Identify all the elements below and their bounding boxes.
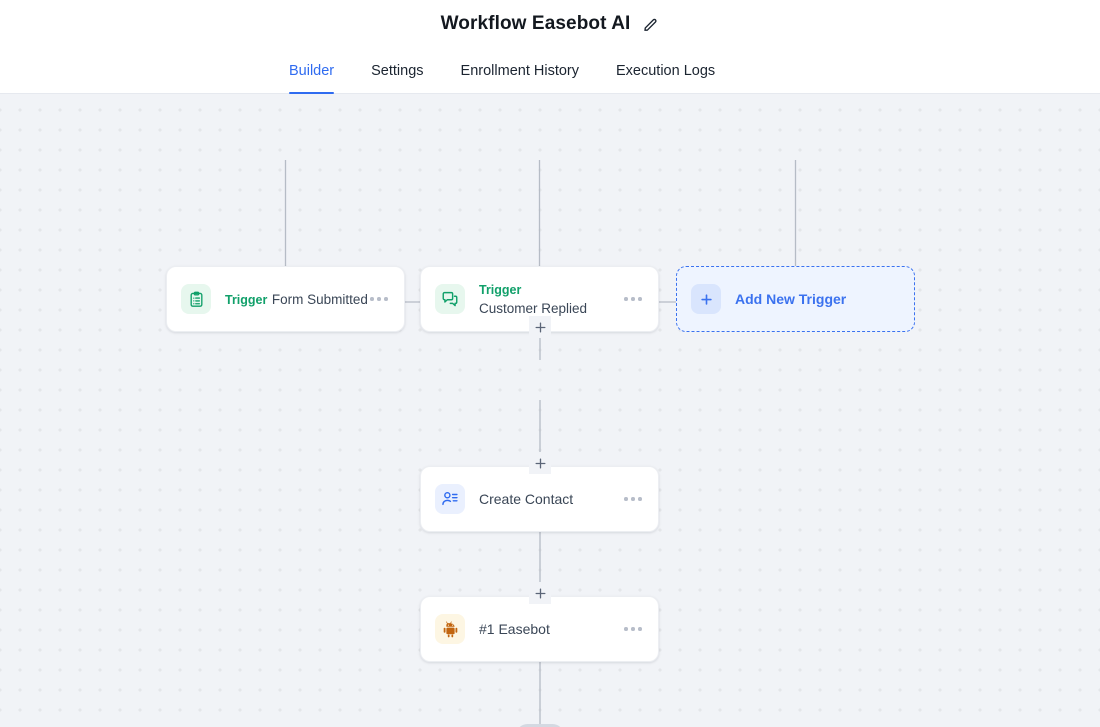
action-node-text: Create Contact xyxy=(479,490,622,509)
action-node-text: #1 Easebot xyxy=(479,620,622,639)
tab-enrollment-history[interactable]: Enrollment History xyxy=(460,62,579,79)
end-badge: END xyxy=(516,724,564,727)
trigger-kind-label: Trigger xyxy=(479,282,522,297)
trigger-name-label: Customer Replied xyxy=(479,300,588,316)
tab-execution-logs[interactable]: Execution Logs xyxy=(616,62,716,79)
tab-settings[interactable]: Settings xyxy=(371,62,424,79)
pencil-icon[interactable] xyxy=(642,16,659,33)
robot-icon xyxy=(435,614,465,644)
page-title: Workflow Easebot AI xyxy=(440,13,631,34)
trigger-node-text: Trigger Form Submitted xyxy=(225,290,368,309)
add-step-after-create-contact-button[interactable] xyxy=(529,452,551,474)
trigger-name-label: Form Submitted xyxy=(271,291,368,307)
action-node-create-contact[interactable]: Create Contact xyxy=(420,466,659,532)
more-options-icon[interactable] xyxy=(622,621,644,637)
action-name-label: #1 Easebot xyxy=(479,620,550,637)
add-new-trigger-label: Add New Trigger xyxy=(735,291,847,307)
add-step-after-triggers-button[interactable] xyxy=(529,316,551,338)
plus-icon xyxy=(691,284,721,314)
action-node-easebot[interactable]: #1 Easebot xyxy=(420,596,659,662)
more-options-icon[interactable] xyxy=(368,291,390,307)
trigger-node-form-submitted[interactable]: Trigger Form Submitted xyxy=(166,266,405,332)
trigger-node-text: Trigger Customer Replied xyxy=(479,281,622,318)
tab-builder[interactable]: Builder xyxy=(289,48,335,94)
user-list-icon xyxy=(435,484,465,514)
workflow-canvas[interactable]: Trigger Form Submitted Trigger Customer … xyxy=(0,94,1100,727)
more-options-icon[interactable] xyxy=(622,291,644,307)
tab-bar: Builder Settings Enrollment History Exec… xyxy=(0,48,1100,94)
chat-bubbles-icon xyxy=(435,284,465,314)
action-name-label: Create Contact xyxy=(479,490,574,507)
clipboard-list-icon xyxy=(181,284,211,314)
add-new-trigger-button[interactable]: Add New Trigger xyxy=(676,266,915,332)
add-step-after-easebot-button[interactable] xyxy=(529,582,551,604)
page-header: Workflow Easebot AI xyxy=(0,0,1100,48)
trigger-kind-label: Trigger xyxy=(225,292,268,307)
more-options-icon[interactable] xyxy=(622,491,644,507)
